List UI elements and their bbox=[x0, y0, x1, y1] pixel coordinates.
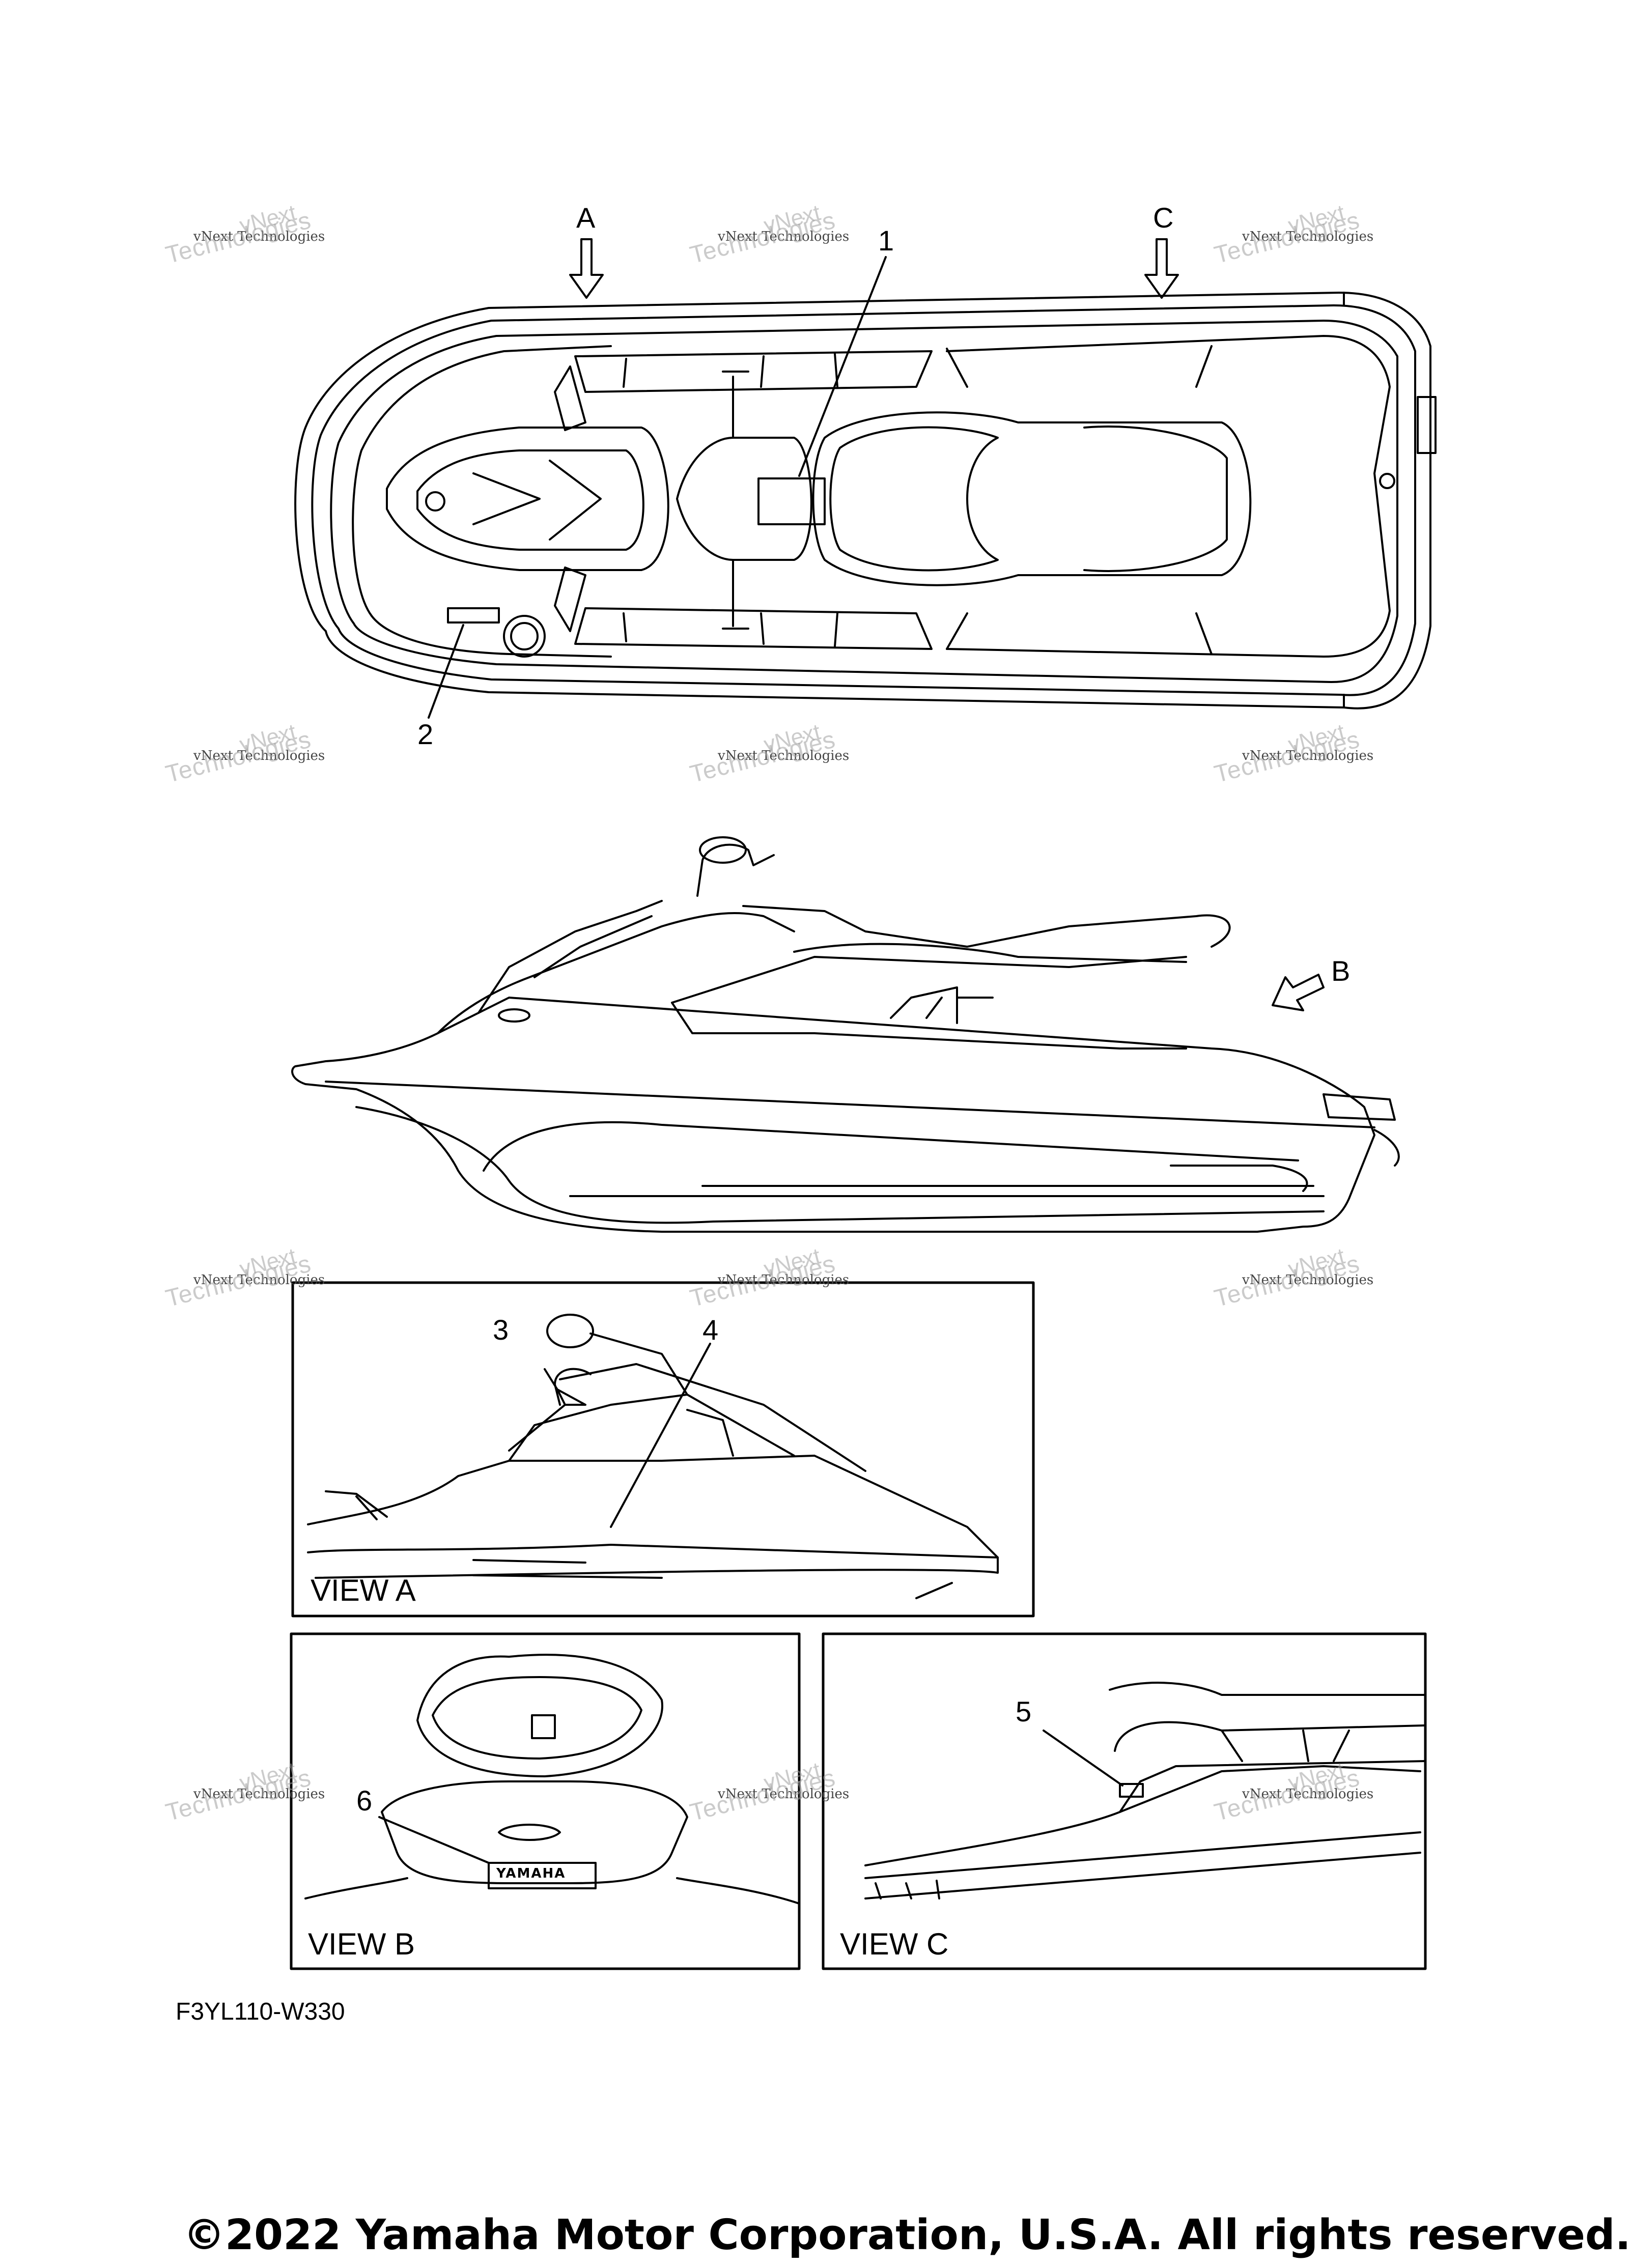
yamaha-stern-badge bbox=[488, 1862, 597, 1889]
label-2-decal bbox=[447, 607, 500, 623]
arrow-c-label: C bbox=[1153, 202, 1174, 234]
copyright-notice: ©2022 Yamaha Motor Corporation, U.S.A. A… bbox=[183, 2211, 1631, 2259]
view-a-panel bbox=[291, 1281, 1035, 1618]
view-a-label: VIEW A bbox=[311, 1573, 416, 1607]
view-b-label: VIEW B bbox=[308, 1927, 415, 1961]
part-1-callout: 1 bbox=[878, 224, 894, 257]
part-2-callout: 2 bbox=[417, 718, 434, 750]
part-3-callout: 3 bbox=[493, 1314, 509, 1346]
part-6-callout: 6 bbox=[356, 1784, 373, 1817]
side-view-watercraft bbox=[291, 836, 1400, 1233]
part-5-callout: 5 bbox=[1016, 1695, 1032, 1727]
label-3-decal bbox=[556, 1388, 586, 1406]
arrow-b-label: B bbox=[1331, 955, 1351, 987]
arrow-a-label: A bbox=[576, 202, 596, 234]
parts-diagram bbox=[290, 238, 1437, 1970]
stern-badge-text: YAMAHA bbox=[496, 1866, 566, 1881]
view-b-panel bbox=[290, 1632, 801, 1970]
view-c-panel bbox=[822, 1632, 1427, 1970]
label-5-decal bbox=[1119, 1783, 1144, 1798]
part-4-callout: 4 bbox=[702, 1314, 719, 1346]
top-view-watercraft bbox=[294, 238, 1437, 719]
view-c-label: VIEW C bbox=[840, 1927, 949, 1961]
figure-code: F3YL110-W330 bbox=[176, 1998, 345, 2025]
